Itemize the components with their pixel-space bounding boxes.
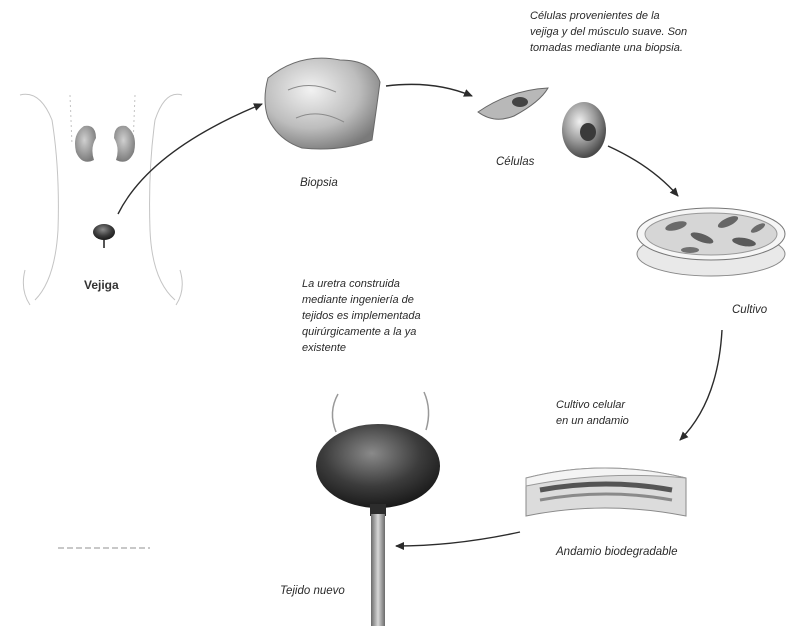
note-line: quirúrgicamente a la ya (302, 324, 421, 340)
note-cells-source: Células provenientes de la vejiga y del … (530, 8, 687, 56)
note-urethra: La uretra construida mediante ingeniería… (302, 276, 421, 356)
label-tejido-nuevo: Tejido nuevo (280, 584, 345, 598)
biopsy-tissue (265, 58, 380, 149)
label-biopsia: Biopsia (300, 176, 338, 190)
human-body-outline (20, 94, 182, 305)
note-line: tejidos es implementada (302, 308, 421, 324)
note-line: tomadas mediante una biopsia. (530, 40, 687, 56)
arrow-scaffold-to-new-tissue (396, 532, 520, 546)
note-line: Cultivo celular (556, 397, 629, 413)
label-andamio-biodegradable: Andamio biodegradable (556, 545, 677, 559)
spindle-cell (478, 88, 548, 119)
arrow-culture-to-scaffold (680, 330, 722, 440)
label-cultivo: Cultivo (732, 303, 767, 317)
label-vejiga: Vejiga (84, 278, 119, 293)
biodegradable-scaffold (526, 468, 686, 516)
note-line: vejiga y del músculo suave. Son (530, 24, 687, 40)
note-line: Células provenientes de la (530, 8, 687, 24)
note-line: mediante ingeniería de (302, 292, 421, 308)
note-line: La uretra construida (302, 276, 421, 292)
note-line: existente (302, 340, 421, 356)
arrow-biopsy-to-cells (386, 84, 472, 96)
petri-dish-culture (637, 208, 785, 276)
arrow-cells-to-culture (608, 146, 678, 196)
label-celulas: Células (496, 155, 534, 169)
kidneys (75, 126, 135, 162)
bladder-small (93, 224, 115, 248)
note-scaffold-culture: Cultivo celular en un andamio (556, 397, 629, 429)
arrow-bladder-to-biopsy (118, 104, 262, 214)
round-cell (562, 102, 606, 158)
note-line: en un andamio (556, 413, 629, 429)
